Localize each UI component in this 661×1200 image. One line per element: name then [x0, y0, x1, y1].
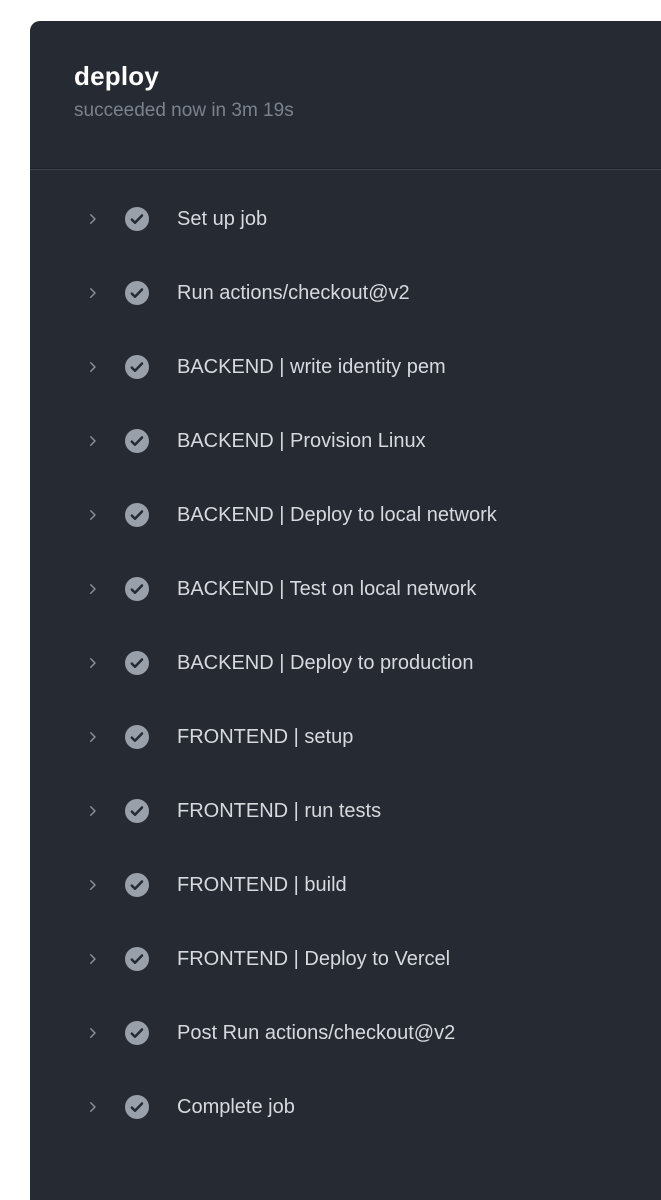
step-row[interactable]: FRONTEND | build: [30, 848, 661, 922]
step-row[interactable]: FRONTEND | Deploy to Vercel: [30, 922, 661, 996]
step-label: Complete job: [177, 1096, 295, 1118]
job-log-panel: deploy succeeded now in 3m 19s Set up jo…: [30, 21, 661, 1200]
check-circle-icon: [125, 355, 149, 379]
step-label: BACKEND | Provision Linux: [177, 430, 426, 452]
step-row[interactable]: BACKEND | Deploy to local network: [30, 478, 661, 552]
chevron-right-icon[interactable]: [84, 1099, 100, 1115]
check-circle-icon: [125, 577, 149, 601]
check-circle-icon: [125, 725, 149, 749]
check-circle-icon: [125, 799, 149, 823]
step-label: FRONTEND | run tests: [177, 800, 382, 822]
step-row[interactable]: Complete job: [30, 1070, 661, 1144]
check-circle-icon: [125, 651, 149, 675]
step-row[interactable]: FRONTEND | setup: [30, 700, 661, 774]
job-status-text: succeeded now in 3m 19s: [74, 100, 294, 121]
check-circle-icon: [125, 281, 149, 305]
check-circle-icon: [125, 207, 149, 231]
step-label: Post Run actions/checkout@v2: [177, 1022, 456, 1044]
step-row[interactable]: BACKEND | write identity pem: [30, 330, 661, 404]
step-label: BACKEND | Deploy to production: [177, 652, 474, 674]
chevron-right-icon[interactable]: [84, 507, 100, 523]
check-circle-icon: [125, 947, 149, 971]
step-row[interactable]: Run actions/checkout@v2: [30, 256, 661, 330]
step-label: FRONTEND | Deploy to Vercel: [177, 948, 451, 970]
step-label: BACKEND | Test on local network: [177, 578, 477, 600]
job-title: deploy: [74, 61, 159, 91]
step-row[interactable]: Post Run actions/checkout@v2: [30, 996, 661, 1070]
step-row[interactable]: BACKEND | Deploy to production: [30, 626, 661, 700]
step-row[interactable]: BACKEND | Test on local network: [30, 552, 661, 626]
chevron-right-icon[interactable]: [84, 655, 100, 671]
check-circle-icon: [125, 503, 149, 527]
chevron-right-icon[interactable]: [84, 211, 100, 227]
step-label: BACKEND | write identity pem: [177, 356, 446, 378]
step-row[interactable]: BACKEND | Provision Linux: [30, 404, 661, 478]
step-row[interactable]: FRONTEND | run tests: [30, 774, 661, 848]
chevron-right-icon[interactable]: [84, 803, 100, 819]
steps-list: Set up job Run actions/checkout@v2: [30, 169, 661, 1144]
step-label: BACKEND | Deploy to local network: [177, 504, 497, 526]
step-label: Run actions/checkout@v2: [177, 282, 410, 304]
check-circle-icon: [125, 1021, 149, 1045]
job-header: deploy succeeded now in 3m 19s: [30, 21, 661, 169]
chevron-right-icon[interactable]: [84, 877, 100, 893]
chevron-right-icon[interactable]: [84, 1025, 100, 1041]
step-label: FRONTEND | build: [177, 874, 347, 896]
check-circle-icon: [125, 873, 149, 897]
step-label: FRONTEND | setup: [177, 726, 354, 748]
chevron-right-icon[interactable]: [84, 433, 100, 449]
chevron-right-icon[interactable]: [84, 285, 100, 301]
step-row[interactable]: Set up job: [30, 182, 661, 256]
chevron-right-icon[interactable]: [84, 581, 100, 597]
check-circle-icon: [125, 429, 149, 453]
chevron-right-icon[interactable]: [84, 729, 100, 745]
check-circle-icon: [125, 1095, 149, 1119]
chevron-right-icon[interactable]: [84, 359, 100, 375]
step-label: Set up job: [177, 208, 268, 230]
chevron-right-icon[interactable]: [84, 951, 100, 967]
